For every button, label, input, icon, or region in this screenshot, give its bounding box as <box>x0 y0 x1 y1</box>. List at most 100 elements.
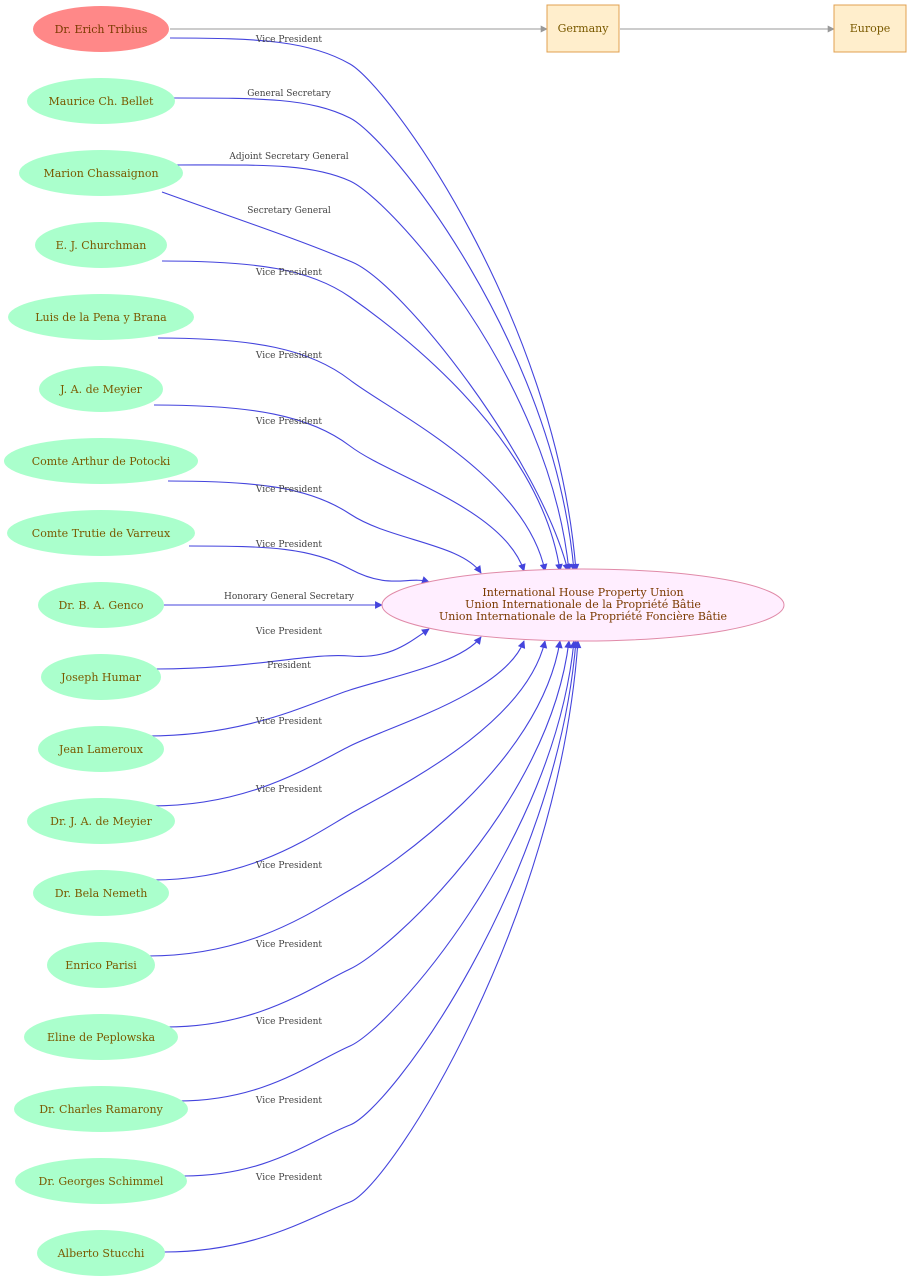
person-ellipse <box>7 510 195 556</box>
person-ellipse <box>14 1086 188 1132</box>
edge-marion-chassaignon-2 <box>161 191 571 572</box>
person-node-joseph-humar[interactable]: Joseph Humar <box>41 654 161 700</box>
edge-label-comte-arthur-de-potocki: Vice President <box>255 485 323 495</box>
place-node-germany[interactable]: Germany <box>546 4 620 53</box>
person-name: Joseph Humar <box>60 671 141 684</box>
edge-dr-erich-tribius <box>169 37 580 572</box>
person-node-luis-de-la-pena-y-brana[interactable]: Luis de la Pena y Brana <box>8 294 194 340</box>
person-ellipse <box>35 222 167 268</box>
person-ellipse <box>41 654 161 700</box>
person-name: Comte Trutie de Varreux <box>32 527 171 540</box>
place-label-europe: Europe <box>850 22 891 35</box>
edges-layer <box>146 37 582 1253</box>
person-name: Alberto Stucchi <box>57 1247 145 1260</box>
edge-e-j-churchman <box>161 260 563 572</box>
edge-label-alberto-stucchi: Vice President <box>255 1173 323 1183</box>
edge-label-jean-lameroux: President <box>267 661 311 671</box>
person-ellipse <box>39 366 163 412</box>
edge-label-marion-chassaignon-2: Secretary General <box>247 206 331 216</box>
person-node-maurice-ch-bellet[interactable]: Maurice Ch. Bellet <box>27 78 175 124</box>
person-node-comte-arthur-de-potocki[interactable]: Comte Arthur de Potocki <box>4 438 198 484</box>
person-ellipse <box>4 438 198 484</box>
place-label-germany: Germany <box>558 22 610 35</box>
edge-eline-de-peplowska <box>165 640 572 1028</box>
edge-dr-j-a-de-meyier <box>150 640 526 807</box>
person-name: Luis de la Pena y Brana <box>35 311 167 324</box>
person-ellipse <box>38 726 164 772</box>
organization-node[interactable]: International House Property Union Union… <box>381 568 785 642</box>
person-node-marion-chassaignon[interactable]: Marion Chassaignon <box>19 150 183 196</box>
edge-maurice-ch-bellet <box>173 97 578 572</box>
person-ellipse <box>37 1230 165 1276</box>
edge-label-eline-de-peplowska: Vice President <box>255 940 323 950</box>
edge-label-luis-de-la-pena-y-brana: Vice President <box>255 351 323 361</box>
person-name: Dr. J. A. de Meyier <box>50 815 152 828</box>
person-node-dr-bela-nemeth[interactable]: Dr. Bela Nemeth <box>33 870 169 916</box>
edge-comte-arthur-de-potocki <box>167 480 482 574</box>
edge-comte-trutie-de-varreux <box>188 545 430 584</box>
person-name: Dr. B. A. Genco <box>58 599 143 612</box>
person-ellipse <box>19 150 183 196</box>
edge-label-marion-chassaignon: Adjoint Secretary General <box>228 152 348 162</box>
edge-label-dr-j-a-de-meyier: Vice President <box>255 717 323 727</box>
place-node-europe[interactable]: Europe <box>833 4 907 53</box>
edge-marion-chassaignon <box>171 164 573 572</box>
organization-name-en: International House Property Union <box>482 586 683 599</box>
person-node-j-a-de-meyier[interactable]: J. A. de Meyier <box>39 366 163 412</box>
person-node-comte-trutie-de-varreux[interactable]: Comte Trutie de Varreux <box>7 510 195 556</box>
person-ellipse <box>33 870 169 916</box>
edge-j-a-de-meyier <box>153 404 526 572</box>
person-node-dr-j-a-de-meyier[interactable]: Dr. J. A. de Meyier <box>27 798 175 844</box>
edge-jean-lameroux <box>146 636 482 737</box>
edge-label-joseph-humar: Vice President <box>255 627 323 637</box>
person-node-enrico-parisi[interactable]: Enrico Parisi <box>47 942 155 988</box>
person-node-dr-charles-ramarony[interactable]: Dr. Charles Ramarony <box>14 1086 188 1132</box>
edge-label-dr-georges-schimmel: Vice President <box>255 1096 323 1106</box>
edge-label-enrico-parisi: Vice President <box>255 861 323 871</box>
edge-label-comte-trutie-de-varreux: Vice President <box>255 540 323 550</box>
person-ellipse <box>24 1014 178 1060</box>
person-ellipse <box>27 78 175 124</box>
person-name: Dr. Erich Tribius <box>55 23 148 36</box>
edge-label-dr-b-a-genco: Honorary General Secretary <box>224 592 355 602</box>
edge-dr-charles-ramarony <box>177 640 578 1102</box>
person-name: Eline de Peplowska <box>47 1031 156 1044</box>
edge-label-j-a-de-meyier: Vice President <box>255 417 323 427</box>
person-ellipse <box>8 294 194 340</box>
person-node-eline-de-peplowska[interactable]: Eline de Peplowska <box>24 1014 178 1060</box>
person-node-dr-erich-tribius[interactable]: Dr. Erich Tribius <box>33 6 169 52</box>
organization-name-fr-fonciere: Union Internationale de la Propriété Fon… <box>439 610 727 623</box>
person-ellipse <box>47 942 155 988</box>
person-name: Comte Arthur de Potocki <box>32 455 171 468</box>
edge-label-dr-bela-nemeth: Vice President <box>255 785 323 795</box>
person-name: Dr. Bela Nemeth <box>55 887 148 900</box>
person-node-dr-georges-schimmel[interactable]: Dr. Georges Schimmel <box>15 1158 187 1204</box>
edge-label-dr-erich-tribius: Vice President <box>255 35 323 45</box>
edge-joseph-humar <box>155 628 430 670</box>
person-name: Marion Chassaignon <box>43 167 158 180</box>
edge-label-dr-charles-ramarony: Vice President <box>255 1017 323 1027</box>
person-ellipse <box>38 582 164 628</box>
person-name: E. J. Churchman <box>56 239 147 252</box>
person-name: Maurice Ch. Bellet <box>49 95 154 108</box>
edge-dr-georges-schimmel <box>183 640 580 1177</box>
edge-enrico-parisi <box>147 640 563 957</box>
person-name: Jean Lameroux <box>58 743 144 756</box>
person-node-e-j-churchman[interactable]: E. J. Churchman <box>35 222 167 268</box>
edge-dr-bela-nemeth <box>151 640 548 881</box>
person-name: J. A. de Meyier <box>59 383 143 396</box>
edge-alberto-stucchi <box>163 640 582 1253</box>
person-name: Dr. Charles Ramarony <box>39 1103 163 1116</box>
organization-name-fr: Union Internationale de la Propriété Bât… <box>465 598 701 611</box>
person-node-alberto-stucchi[interactable]: Alberto Stucchi <box>37 1230 165 1276</box>
person-node-dr-b-a-genco[interactable]: Dr. B. A. Genco <box>38 582 164 628</box>
edge-luis-de-la-pena-y-brana <box>157 337 548 572</box>
person-ellipse <box>27 798 175 844</box>
person-name: Dr. Georges Schimmel <box>39 1175 164 1188</box>
person-ellipse <box>15 1158 187 1204</box>
person-node-jean-lameroux[interactable]: Jean Lameroux <box>38 726 164 772</box>
person-name: Enrico Parisi <box>65 959 137 972</box>
